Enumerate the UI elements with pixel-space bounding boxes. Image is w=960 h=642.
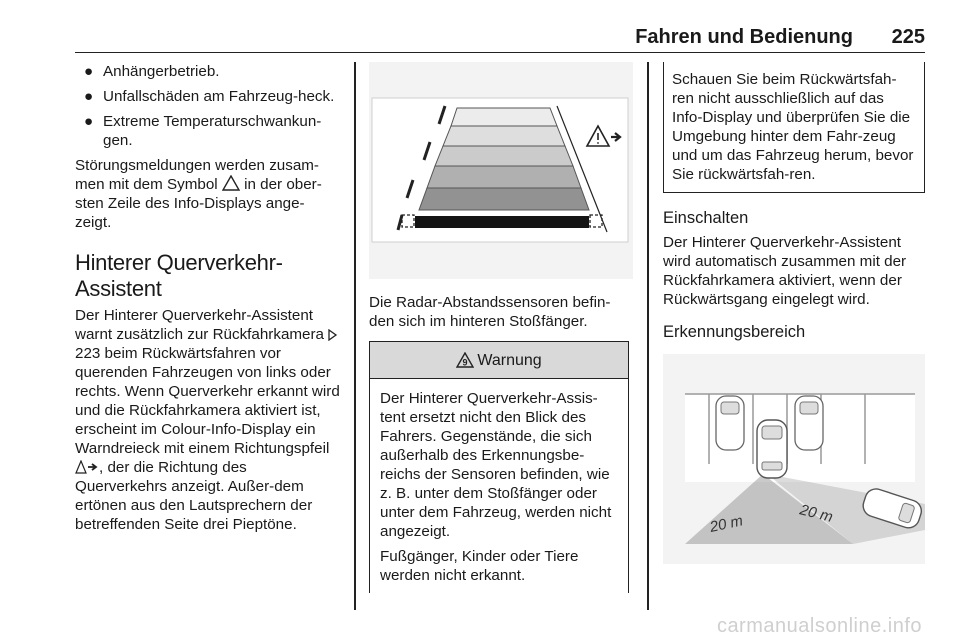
page-header: Fahren und Bedienung 225: [75, 22, 925, 53]
list-item-text: Anhängerbetrieb.: [103, 63, 220, 80]
list-item-text: Unfallschäden am Fahrzeug-heck.: [103, 88, 335, 105]
note-text: Schauen Sie beim Rückwärtsfah-ren nicht …: [672, 71, 914, 183]
main-text-2: , der die Richtung des Querverkehrs anze…: [75, 459, 313, 533]
einschalten-paragraph: Der Hinterer Querverkehr-Assistent wird …: [663, 234, 907, 308]
error-text-start: Störungsmeldungen werden zusam-men mit d…: [75, 157, 319, 193]
heading-erkennungsbereich: Erkennungsbereich: [663, 323, 806, 341]
rear-camera-illustration: [369, 62, 633, 274]
svg-text:9: 9: [463, 358, 468, 368]
header-title: Fahren und Bedienung: [635, 26, 853, 48]
main-text-ref: 223 beim Rückwärtsfahren vor querenden F…: [75, 345, 340, 457]
column-divider: [354, 62, 356, 610]
main-paragraph: Der Hinterer Querverkehr-Assistent warnt…: [75, 306, 340, 534]
camera-display-figure: [369, 62, 633, 279]
column-middle: Die Radar-Abstandssensoren befin-den sic…: [369, 62, 633, 593]
main-text-1: Der Hinterer Querverkehr-Assistent warnt…: [75, 307, 324, 343]
distance-label-left: 20 m: [707, 512, 744, 536]
warning-body: Der Hinterer Querverkehr-Assis-tent erse…: [370, 379, 628, 593]
warning-header: 9 Warnung: [370, 342, 628, 379]
triangle-arrow-icon: [75, 460, 98, 474]
list-item: ●Extreme Temperaturschwankun-gen.: [84, 113, 322, 149]
detection-area-figure: 20 m 20 m: [663, 354, 925, 564]
heading-einschalten: Einschalten: [663, 209, 749, 227]
error-text-end: in der ober-sten Zeile des Info-Displays…: [75, 176, 322, 231]
warning-box: 9 Warnung Der Hinterer Querverkehr-Assis…: [369, 341, 629, 593]
watermark: carmanualsonline.info: [716, 615, 922, 637]
column-divider: [647, 62, 649, 610]
list-item-text: Extreme Temperaturschwankun-gen.: [103, 113, 322, 149]
page-number: 225: [891, 26, 925, 48]
list-item: ●Unfallschäden am Fahrzeug-heck.: [84, 88, 335, 105]
column-left: ●Anhängerbetrieb. ●Unfallschäden am Fahr…: [75, 62, 340, 540]
warning-triangle-icon: [221, 175, 240, 191]
warning-icon: 9: [456, 352, 475, 368]
column-right: Schauen Sie beim Rückwärtsfah-ren nicht …: [663, 62, 928, 564]
figure-caption: Die Radar-Abstandssensoren befin-den sic…: [369, 294, 611, 330]
list-item: ●Anhängerbetrieb.: [84, 63, 220, 80]
error-paragraph: Störungsmeldungen werden zusam-men mit d…: [75, 156, 340, 232]
warning-paragraph: Der Hinterer Querverkehr-Assis-tent erse…: [380, 390, 612, 540]
section-heading: Hinterer Querverkehr-Assistent: [75, 250, 283, 301]
detection-area-illustration: 20 m 20 m: [663, 354, 925, 559]
warning-paragraph: Fußgänger, Kinder oder Tiere werden nich…: [380, 548, 579, 584]
note-box: Schauen Sie beim Rückwärtsfah-ren nicht …: [663, 62, 925, 193]
page-reference-icon: [328, 329, 338, 341]
bullet-list: ●Anhängerbetrieb. ●Unfallschäden am Fahr…: [75, 62, 340, 150]
warning-title: Warnung: [477, 351, 542, 369]
